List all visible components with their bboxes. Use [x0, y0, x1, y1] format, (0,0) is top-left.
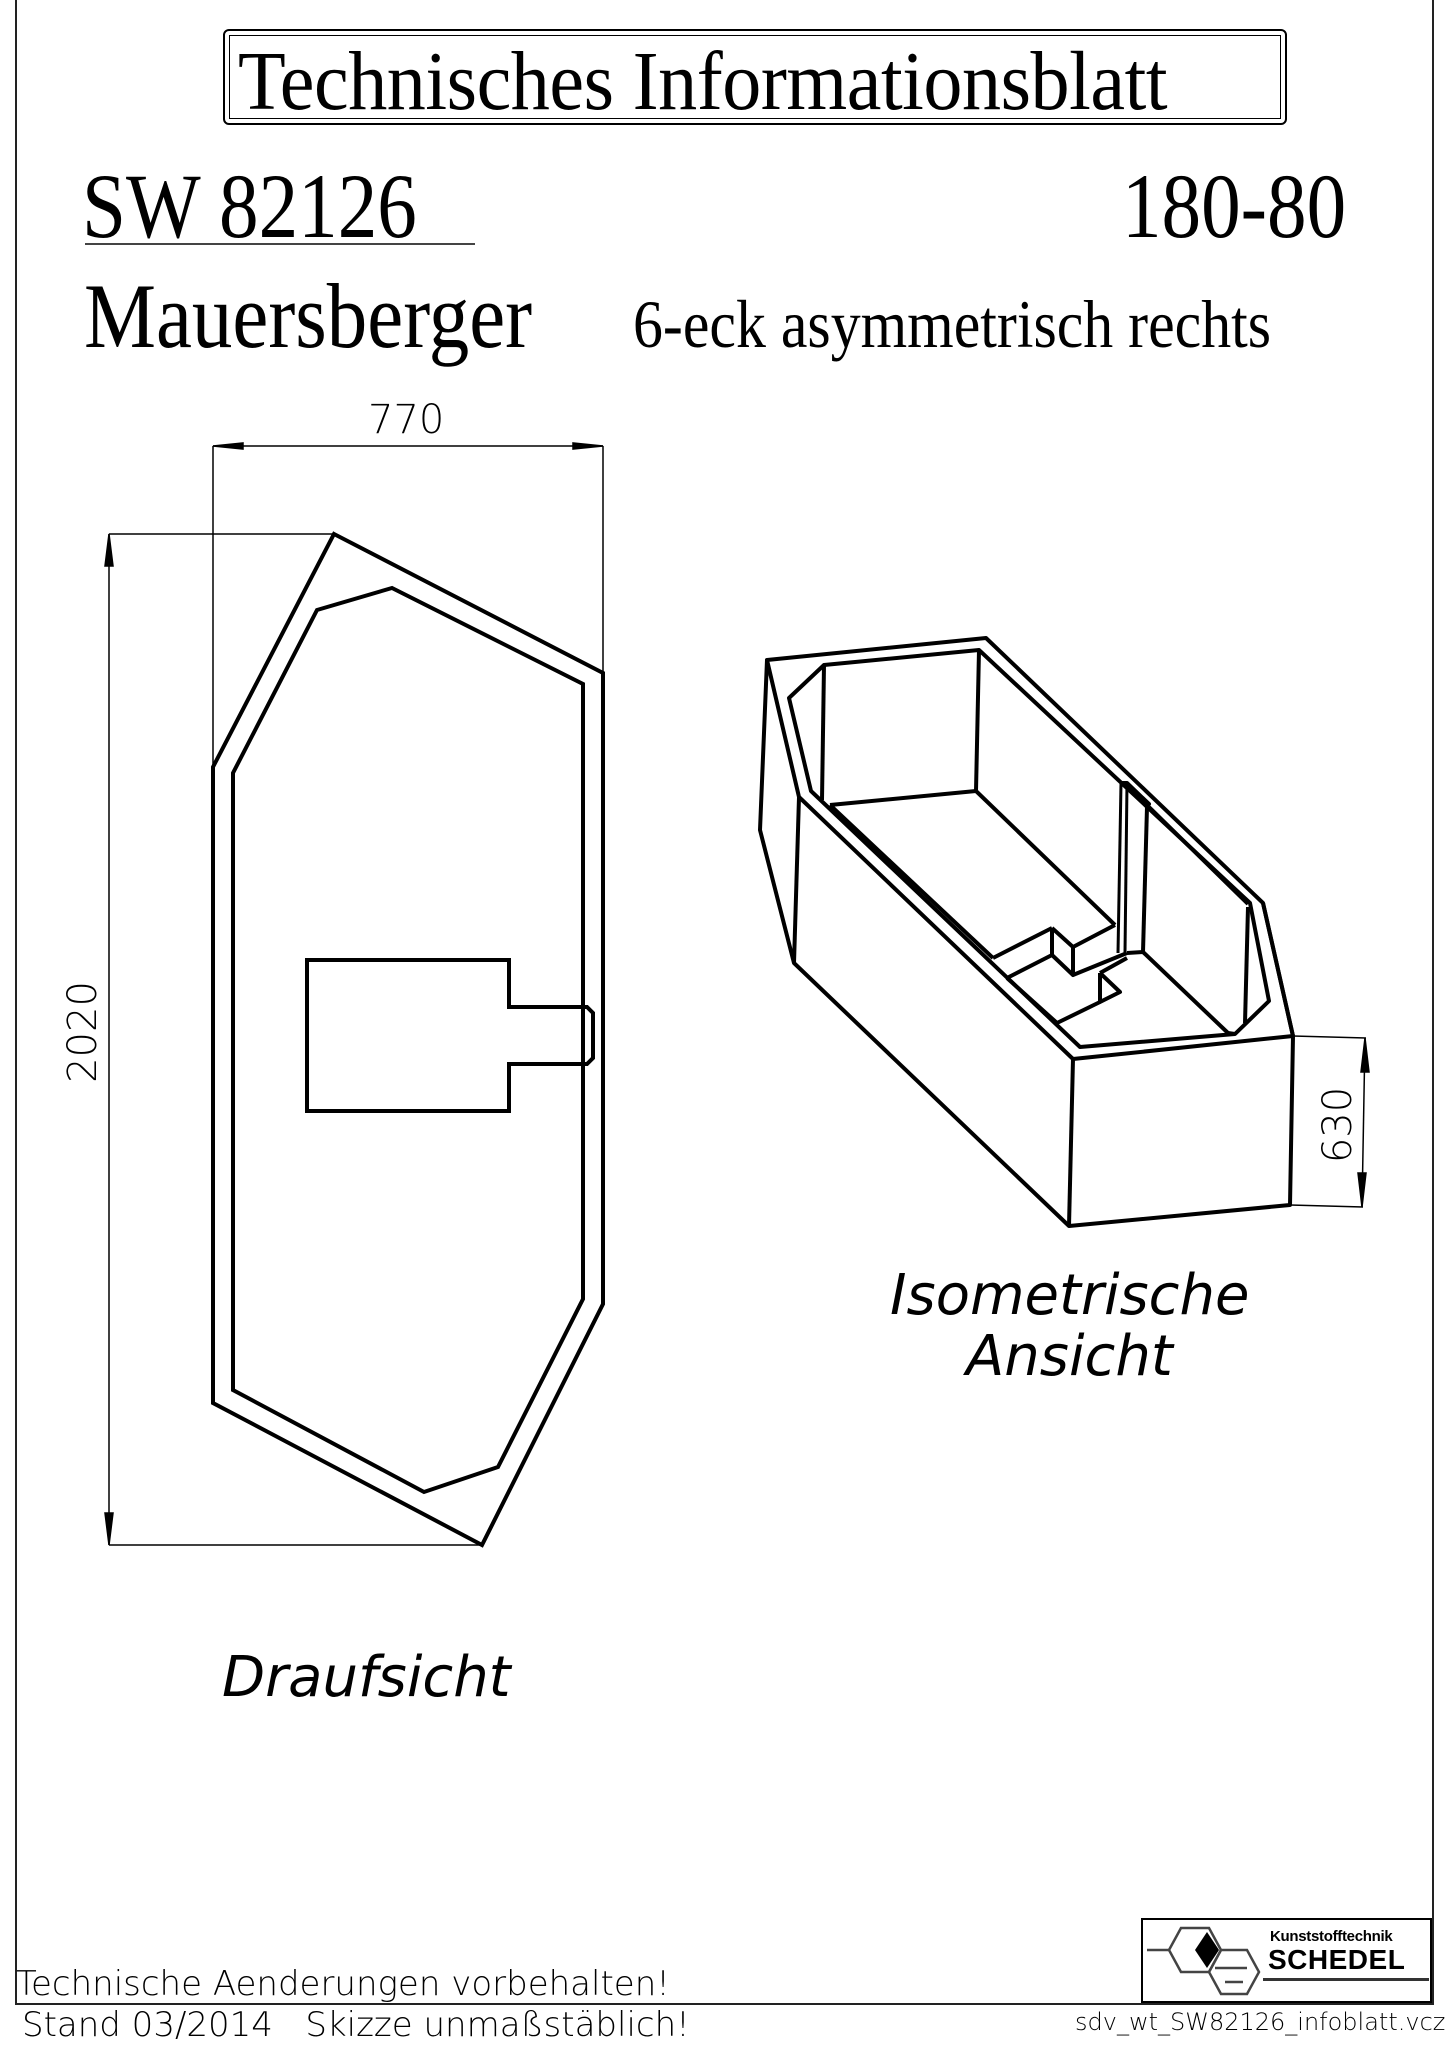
isometric-drawing	[758, 636, 1295, 1228]
tub-inner-contour	[231, 585, 585, 1495]
drawing-frame	[15, 0, 1434, 2005]
top-view-label: Draufsicht	[222, 1645, 511, 1710]
top-view-drawing	[104, 442, 605, 1548]
title-box-inner	[229, 35, 1281, 119]
height-dimension-label: 630	[1315, 1086, 1361, 1164]
logo-underline	[1263, 1978, 1429, 1981]
logo-text-schedel: SCHEDEL	[1268, 1944, 1406, 1975]
iso-outer-rim	[765, 636, 1295, 1061]
title-box	[223, 29, 1287, 125]
iso-inner-rim	[787, 648, 1271, 1049]
width-dimension	[212, 442, 604, 767]
article-number: SW 82126	[82, 155, 417, 257]
length-dimension	[104, 533, 482, 1546]
company-logo: Kunststofftechnik SCHEDEL	[1141, 1918, 1432, 2003]
width-dimension-label: 770	[368, 397, 445, 443]
iso-view-label-line1: Isometrische	[890, 1263, 1250, 1328]
disclaimer-text: Technische Aenderungen vorbehalten!	[16, 1964, 670, 2004]
schedel-emblem-icon	[1147, 1926, 1261, 1996]
logo-text-kunststofftechnik: Kunststofftechnik	[1270, 1928, 1393, 1945]
tub-size: 180-80	[1122, 155, 1347, 257]
model-description: 6-eck asymmetrisch rechts	[633, 286, 1272, 362]
drain-cutout	[305, 958, 595, 1113]
tub-outer-contour	[211, 531, 605, 1548]
iso-view-label-line2: Ansicht	[966, 1324, 1173, 1389]
stand-text: Stand 03/2014 Skizze unmaßstäblich!	[22, 2005, 690, 2045]
article-number-underline	[85, 243, 475, 245]
page-title: Technisches Informationsblatt	[238, 35, 1168, 128]
filename-text: sdv_wt_SW82126_infoblatt.vcz	[1075, 2008, 1446, 2036]
height-dimension	[1289, 1035, 1370, 1208]
model-name: Mauersberger	[84, 265, 533, 367]
length-dimension-label: 2020	[60, 981, 106, 1083]
